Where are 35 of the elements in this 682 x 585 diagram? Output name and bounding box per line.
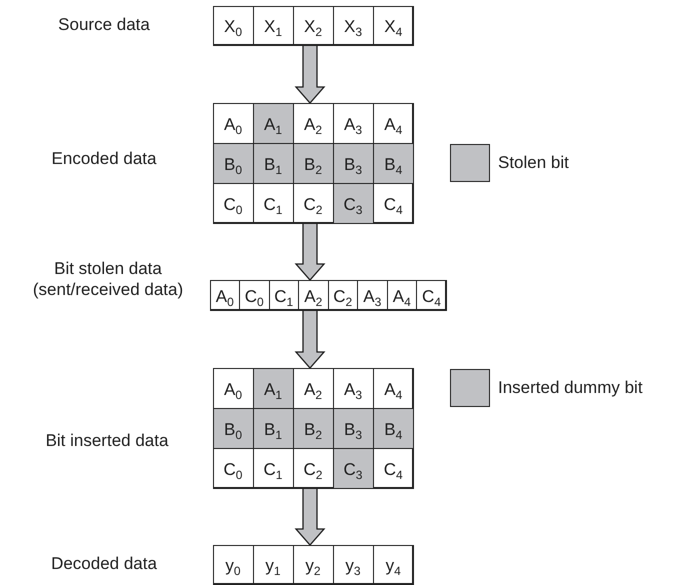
bit-cell: C$_{4}$ — [372, 182, 414, 224]
legend-label: Stolen bit — [498, 153, 569, 173]
bit-cell: B$_{0}$ — [212, 142, 254, 184]
row-label: Decoded data — [50, 553, 158, 574]
bit-cell: A$_{1}$ — [252, 102, 294, 144]
bit-cell: B$_{2}$ — [292, 408, 334, 448]
bit-cell: C$_{4}$ — [372, 448, 414, 488]
bit-cell: B$_{3}$ — [332, 142, 374, 184]
bit-cell: C$_{4}$ — [416, 280, 447, 310]
data-grid — [213, 6, 413, 45]
bit-cell: B$_{4}$ — [372, 408, 414, 448]
legend-label: Inserted dummy bit — [498, 378, 643, 398]
data-grid — [213, 103, 413, 223]
bit-cell: C$_{3}$ — [332, 448, 374, 488]
data-grid — [210, 280, 446, 310]
bit-cell: B$_{2}$ — [292, 142, 334, 184]
bit-cell: B$_{1}$ — [252, 408, 294, 448]
block-arrow — [294, 44, 326, 104]
bit-cell: B$_{3}$ — [332, 408, 374, 448]
block-arrow — [294, 222, 326, 281]
bit-cell: y$_{4}$ — [372, 544, 414, 584]
bit-cell: B$_{0}$ — [212, 408, 254, 448]
data-grid — [213, 545, 413, 584]
bit-cell: A$_{1}$ — [252, 368, 294, 408]
bit-cell: C$_{3}$ — [332, 182, 374, 224]
data-grid — [213, 368, 413, 488]
row-label: Source data — [57, 14, 151, 36]
block-arrow — [294, 487, 326, 546]
bit-cell: B$_{4}$ — [372, 142, 414, 184]
row-label: Bit inserted data — [44, 430, 170, 452]
block-arrow — [294, 309, 326, 369]
bit-cell: X$_{4}$ — [372, 6, 414, 46]
bit-cell: B$_{1}$ — [252, 142, 294, 184]
row-label: Encoded data — [50, 148, 158, 170]
row-label: Bit stolen data (sent/received data) — [32, 258, 184, 300]
